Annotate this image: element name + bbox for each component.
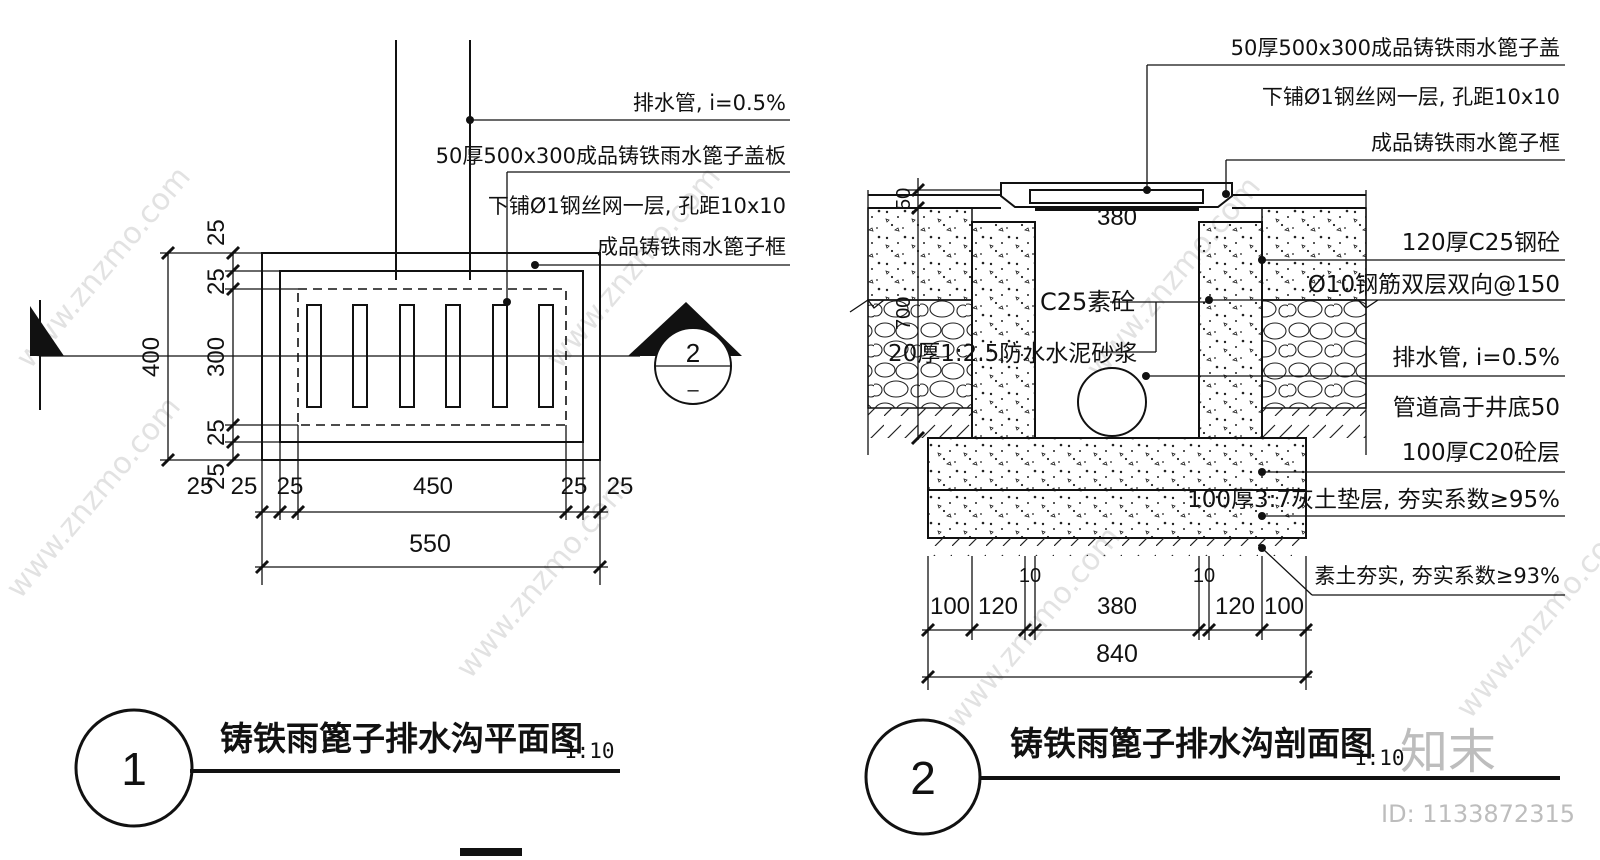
lime-soil-layer bbox=[927, 489, 1307, 539]
section-marker-sheet: – bbox=[687, 379, 699, 401]
c20-base-layer bbox=[927, 437, 1307, 491]
note-frame: 成品铸铁雨水篦子框 bbox=[597, 235, 786, 259]
grate-cover bbox=[297, 288, 567, 426]
drawing-title: 铸铁雨篦子排水沟平面图 bbox=[220, 719, 583, 758]
section-title-block: 2 铸铁雨篦子排水沟剖面图 1:10 bbox=[864, 718, 1560, 836]
drawing-number: 2 bbox=[910, 752, 936, 804]
note-cover: 50厚500x300成品铸铁雨水篦子盖板 bbox=[436, 144, 786, 168]
dim-label: 25 bbox=[231, 473, 258, 500]
note-mortar: 20厚1:2.5防水水泥砂浆 bbox=[888, 341, 1137, 367]
dim-label: 700 bbox=[893, 297, 915, 330]
drawing-scale: 1:10 bbox=[1354, 746, 1405, 770]
dim-label: 25 bbox=[203, 463, 230, 490]
grate-cover-section bbox=[1029, 189, 1204, 204]
cropped-mark bbox=[460, 848, 522, 856]
compacted-soil bbox=[928, 538, 1306, 556]
drawing-number: 1 bbox=[121, 743, 147, 795]
note-mesh: 下铺Ø1钢丝网一层, 孔距10x10 bbox=[488, 194, 786, 218]
dim-label: 300 bbox=[203, 337, 230, 377]
dim-label: 25 bbox=[607, 473, 634, 500]
dim-label: 380 bbox=[1097, 204, 1137, 231]
watermark-text: www.znzmo.com bbox=[0, 390, 188, 605]
note-rebar: Ø10钢筋双层双向@150 bbox=[1308, 272, 1560, 298]
dim-label: 120 bbox=[1215, 593, 1255, 620]
note-section-frame: 成品铸铁雨水篦子框 bbox=[1371, 131, 1560, 155]
dim-label: 400 bbox=[138, 337, 165, 377]
dim-label: 120 bbox=[978, 593, 1018, 620]
plan-horizontal-dimensions: 25 25 450 25 25 25 550 bbox=[187, 425, 634, 585]
side-concrete bbox=[867, 207, 973, 301]
dim-label: 550 bbox=[409, 530, 451, 558]
dim-label: 450 bbox=[413, 473, 453, 500]
dim-label: 10 bbox=[1019, 565, 1041, 587]
grate-frame-section bbox=[1000, 182, 1233, 208]
drain-pipe-section bbox=[1077, 367, 1147, 437]
dim-label: 50 bbox=[893, 188, 915, 210]
plan-view: 2 – 25 25 300 25 bbox=[30, 40, 790, 828]
dim-label: 25 bbox=[277, 473, 304, 500]
section-annotations: 50厚500x300成品铸铁雨水篦子盖 下铺Ø1钢丝网一层, 孔距10x10 成… bbox=[888, 36, 1565, 596]
break-line bbox=[849, 299, 885, 313]
image-id-watermark: ID: 1133872315 bbox=[1381, 800, 1575, 828]
soil-strip bbox=[868, 408, 972, 438]
channel-wall-right bbox=[1198, 221, 1263, 439]
brand-watermark: 知末 bbox=[1400, 724, 1496, 780]
dim-label: 25 bbox=[203, 268, 230, 295]
dim-label: 25 bbox=[203, 219, 230, 246]
plan-title-block: 1 铸铁雨篦子排水沟平面图 1:10 bbox=[74, 708, 620, 828]
gravel-layer bbox=[1261, 299, 1367, 409]
note-section-mesh: 下铺Ø1钢丝网一层, 孔距10x10 bbox=[1262, 85, 1560, 109]
note-c25-slab: 120厚C25钢砼 bbox=[1402, 230, 1560, 256]
plan-vertical-dimensions: 25 25 300 25 25 400 bbox=[138, 219, 298, 490]
note-c25-plain: C25素砼 bbox=[1040, 288, 1135, 316]
note-pipe: 排水管, i=0.5% bbox=[1392, 345, 1560, 371]
dim-label: 25 bbox=[187, 473, 214, 500]
note-drain-pipe: 排水管, i=0.5% bbox=[633, 91, 786, 115]
watermark-text: www.znzmo.com bbox=[1449, 510, 1600, 725]
dim-label: 380 bbox=[1097, 593, 1137, 620]
soil-strip bbox=[1262, 408, 1366, 438]
plan-annotations: 排水管, i=0.5% 50厚500x300成品铸铁雨水篦子盖板 下铺Ø1钢丝网… bbox=[436, 91, 790, 306]
dim-label: 840 bbox=[1096, 640, 1138, 668]
section-arrow bbox=[30, 306, 64, 356]
section-horizontal-dimensions: 100 120 10 380 10 120 100 840 bbox=[920, 556, 1314, 690]
dim-label: 10 bbox=[1193, 565, 1215, 587]
channel-wall-left bbox=[971, 221, 1036, 439]
section-view: 50 700 380 bbox=[849, 36, 1565, 836]
note-lime-soil: 100厚3:7灰土垫层, 夯实系数≥95% bbox=[1187, 487, 1560, 513]
drawing-number-circle bbox=[74, 708, 194, 828]
dim-label: 25 bbox=[561, 473, 588, 500]
drawing-scale: 1:10 bbox=[564, 739, 615, 763]
dim-label: 100 bbox=[930, 593, 970, 620]
dim-label: 25 bbox=[203, 419, 230, 446]
side-concrete bbox=[1261, 207, 1367, 301]
section-vertical-dimensions: 50 700 bbox=[893, 178, 1000, 446]
note-c20: 100厚C20砼层 bbox=[1402, 440, 1560, 466]
note-pipe-height: 管道高于井底50 bbox=[1393, 395, 1560, 421]
note-section-cover: 50厚500x300成品铸铁雨水篦子盖 bbox=[1231, 36, 1560, 60]
dim-label: 100 bbox=[1264, 593, 1304, 620]
watermark-text: www.znzmo.com bbox=[449, 470, 638, 685]
section-marker-number: 2 bbox=[686, 338, 700, 368]
note-soil: 素土夯实, 夯实系数≥93% bbox=[1314, 564, 1560, 588]
drawing-title: 铸铁雨篦子排水沟剖面图 bbox=[1010, 724, 1373, 763]
